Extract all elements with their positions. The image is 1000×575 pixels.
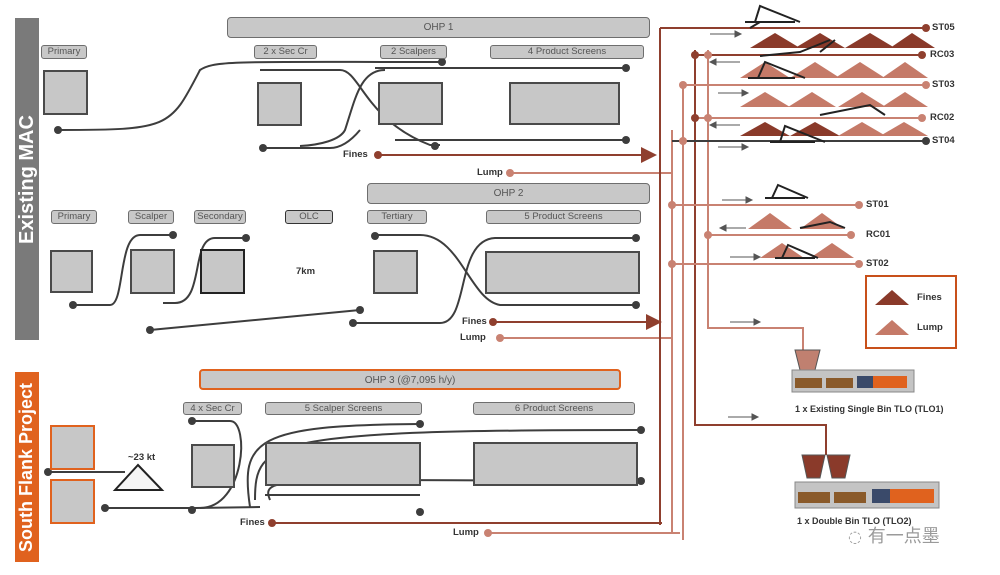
- ohp2-scalper-unit: [130, 249, 175, 294]
- ohp3-product-screen-unit: [473, 442, 638, 486]
- line-rc03: RC03: [930, 49, 955, 60]
- ohp2-header: OHP 2: [367, 183, 650, 204]
- ohp1-primary-crusher: [43, 70, 88, 115]
- ohp2-stage-tertiary: Tertiary: [367, 210, 427, 224]
- stockpile-capacity: ~23 kt: [128, 452, 156, 463]
- ohp3-primary-crusher-1: [50, 425, 95, 470]
- ohp2-stage-scalper: Scalper: [128, 210, 174, 224]
- line-st03: ST03: [932, 79, 955, 90]
- ohp1-stage-primary: Primary: [41, 45, 87, 59]
- ohp3-stage-sec-cr: 4 x Sec Cr: [183, 402, 242, 415]
- line-st02: ST02: [866, 258, 889, 269]
- ohp2-tertiary-crusher: [373, 250, 418, 294]
- ohp2-stage-olc: OLC: [285, 210, 333, 224]
- ohp1-stage-scalpers: 2 Scalpers: [380, 45, 447, 59]
- legend: Fines Lump: [865, 275, 957, 349]
- ohp2-lump-label: Lump: [460, 332, 486, 343]
- line-rc01: RC01: [866, 229, 891, 240]
- tlo2-label: 1 x Double Bin TLO (TLO2): [797, 516, 912, 526]
- ohp2-stage-primary: Primary: [51, 210, 97, 224]
- legend-fines-label: Fines: [917, 292, 942, 303]
- south-flank-bar: South Flank Project: [15, 372, 39, 562]
- ohp3-header: OHP 3 (@7,095 h/y): [199, 369, 621, 390]
- line-st04: ST04: [932, 135, 955, 146]
- line-st01: ST01: [866, 199, 889, 210]
- ohp1-stage-product-screens: 4 Product Screens: [490, 45, 644, 59]
- ohp2-stage-secondary: Secondary: [194, 210, 246, 224]
- ohp1-header: OHP 1: [227, 17, 650, 38]
- ohp1-product-screen-unit: [509, 82, 620, 125]
- ohp1-scalper-unit: [378, 82, 443, 125]
- watermark: ◌ 有一点墨: [848, 522, 940, 548]
- ohp3-fines-label: Fines: [240, 517, 265, 528]
- line-st05: ST05: [932, 22, 955, 33]
- ohp2-stage-product-screens: 5 Product Screens: [486, 210, 641, 224]
- ohp3-scalper-unit: [265, 442, 421, 486]
- legend-lump-swatch: [875, 320, 909, 335]
- ohp1-lump-label: Lump: [477, 167, 503, 178]
- legend-fines-swatch: [875, 290, 909, 305]
- ohp1-secondary-crusher: [257, 82, 302, 126]
- ohp3-stage-scalper-screens: 5 Scalper Screens: [265, 402, 422, 415]
- olc-distance: 7km: [296, 266, 316, 277]
- legend-lump-label: Lump: [917, 322, 943, 333]
- ohp2-secondary-crusher: [200, 249, 245, 294]
- ohp1-conveyors: [57, 60, 625, 149]
- ohp1-stage-sec-cr: 2 x Sec Cr: [254, 45, 317, 59]
- ohp2-primary-crusher: [50, 250, 93, 293]
- ohp2-product-screen-unit: [485, 251, 640, 294]
- line-rc02: RC02: [930, 112, 955, 123]
- wechat-icon: ◌: [848, 527, 862, 546]
- ohp3-stage-product-screens: 6 Product Screens: [473, 402, 635, 415]
- ohp3-primary-crusher-2: [50, 479, 95, 524]
- ohp3-lump-label: Lump: [453, 527, 479, 538]
- ohp3-secondary-crusher: [191, 444, 235, 488]
- ohp2-fines-label: Fines: [462, 316, 487, 327]
- ohp1-fines-label: Fines: [343, 149, 368, 160]
- tlo1-label: 1 x Existing Single Bin TLO (TLO1): [795, 404, 944, 414]
- existing-mac-bar: Existing MAC: [15, 18, 39, 340]
- watermark-text: 有一点墨: [867, 526, 940, 547]
